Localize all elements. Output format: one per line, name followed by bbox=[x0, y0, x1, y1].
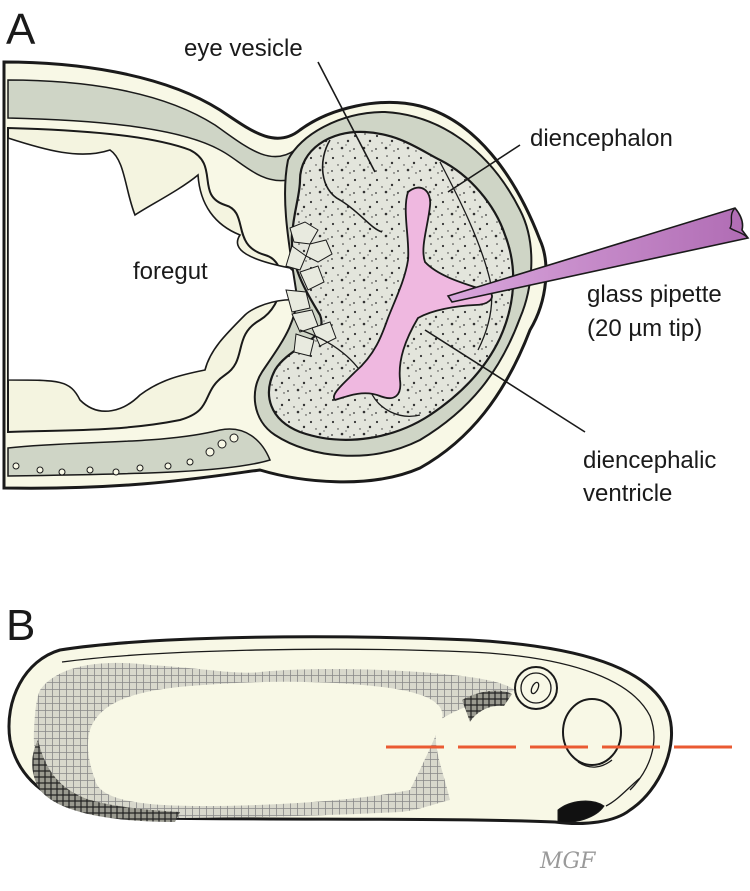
neural-tissue bbox=[267, 130, 515, 441]
ventricle-label-line2: ventricle bbox=[583, 480, 672, 507]
ventricle-label-line1: diencephalic bbox=[583, 447, 716, 474]
otic-vesicle-inner bbox=[520, 672, 552, 704]
panel-a-letter: A bbox=[6, 5, 36, 54]
artist-signature: MGF bbox=[539, 849, 596, 874]
glass-pipette bbox=[446, 207, 750, 303]
dark-pigment-head bbox=[462, 690, 512, 722]
mesenchyme-cells bbox=[285, 221, 337, 357]
mouth-fold bbox=[605, 777, 641, 807]
foregut-label: foregut bbox=[133, 258, 208, 285]
diencephalic-ventricle bbox=[332, 186, 493, 402]
ventricle-leader bbox=[424, 329, 586, 433]
eye-vesicle-leader bbox=[317, 61, 376, 173]
pipette-label-line2: (20 µm tip) bbox=[587, 315, 702, 342]
eye-vesicle-label: eye vesicle bbox=[184, 35, 303, 62]
cement-gland bbox=[557, 800, 605, 823]
yolk-interior bbox=[87, 681, 443, 806]
eye-vesicle-boundary bbox=[321, 139, 383, 233]
eye bbox=[562, 698, 622, 766]
diencephalon-leader bbox=[447, 144, 521, 193]
panel-b-letter: B bbox=[6, 601, 35, 650]
lower-gray-band bbox=[7, 428, 272, 477]
pipette-label-line1: glass pipette bbox=[587, 281, 722, 308]
lower-cell-layer bbox=[12, 433, 239, 476]
otolith bbox=[530, 681, 540, 695]
dark-pigment-left bbox=[32, 740, 180, 822]
inner-body-line bbox=[61, 648, 655, 791]
diencephalon-boundary bbox=[439, 161, 493, 351]
pipette-break-edge bbox=[729, 207, 749, 239]
eye-inner-arc bbox=[577, 759, 613, 768]
diencephalon-label: diencephalon bbox=[530, 125, 673, 152]
